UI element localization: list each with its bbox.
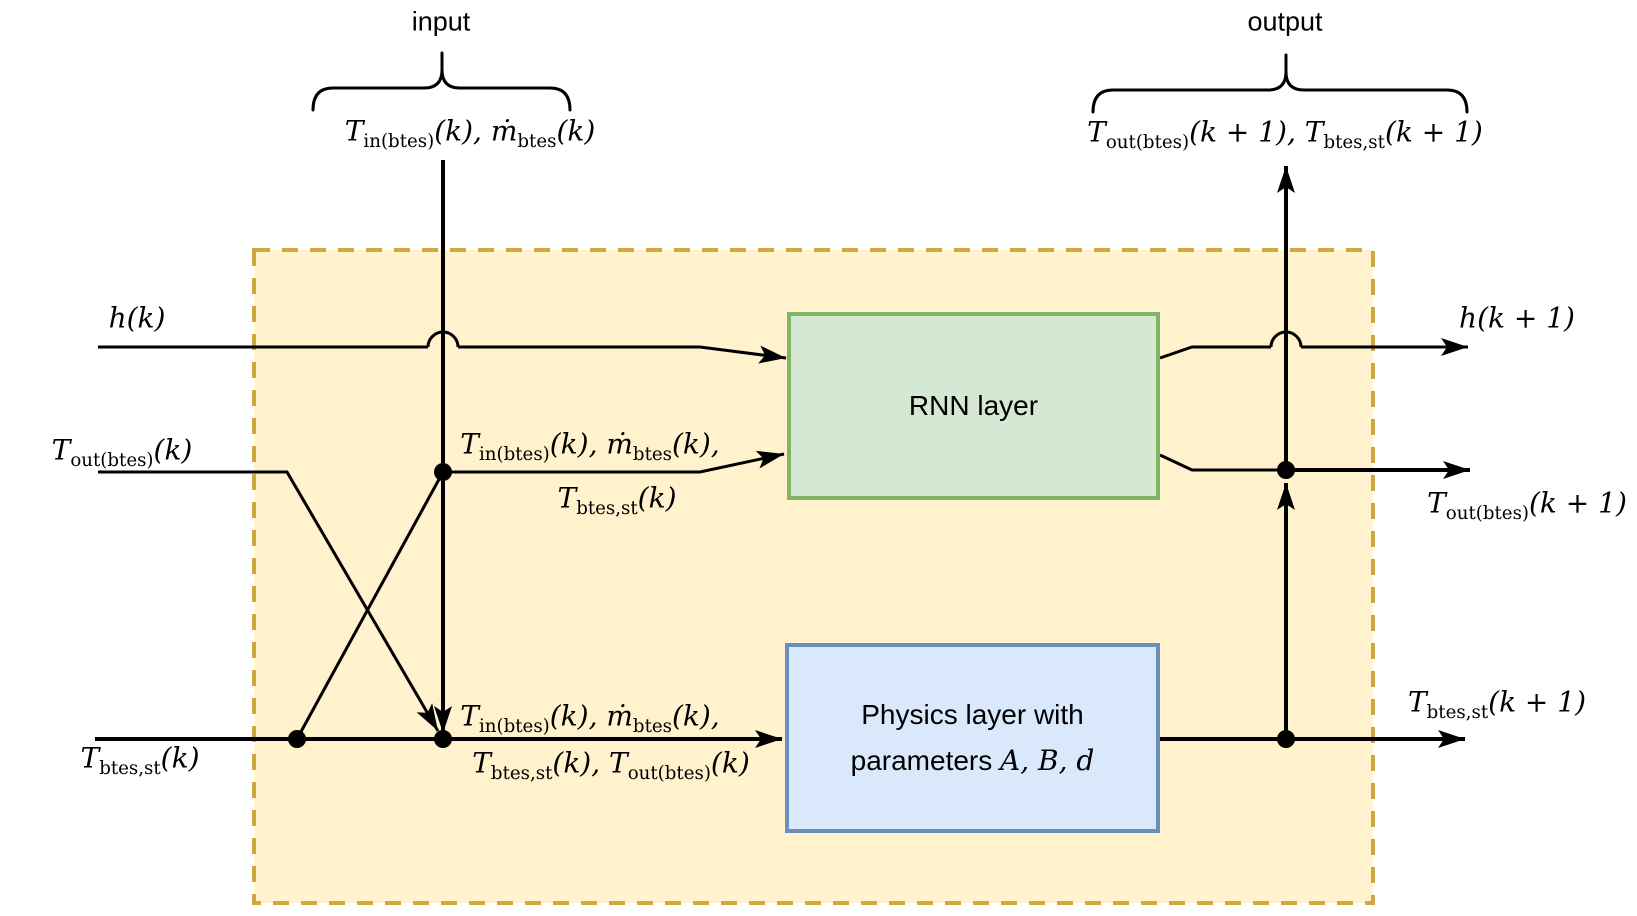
junction-dot-rnn-input (434, 463, 452, 481)
physics-layer-label-line2: parameters A, B, d (850, 744, 1095, 777)
rnn-output-line (1159, 453, 1286, 472)
h-k-label: h(k) (108, 301, 166, 335)
physics-parameters: A, B, d (1000, 744, 1095, 777)
input-label: input (411, 6, 471, 37)
physics-input-label-line1: Tin(btes)(k), ṁbtes(k), (460, 699, 720, 738)
junction-dot-physics-input (434, 730, 452, 748)
t-out-k1-label: Tout(btes)(k + 1) (1427, 486, 1627, 525)
output-brace (1091, 53, 1469, 114)
physics-layer-box: Physics layer with parameters A, B, d (785, 643, 1160, 833)
junction-dot-t-btes-st-output (1277, 730, 1295, 748)
input-brace (311, 51, 572, 112)
physics-input-label-line2: Tbtes,st(k), Tout(btes)(k) (472, 746, 750, 785)
rnn-input-label-line2: Tbtes,st(k) (557, 481, 677, 520)
t-btes-st-diagonal-line (295, 471, 445, 740)
input-signals-label: Tin(btes)(k), ṁbtes(k) (344, 114, 596, 153)
output-signals-label: Tout(btes)(k + 1), Tbtes,st(k + 1) (1087, 115, 1483, 154)
rnn-input-line (443, 450, 785, 474)
t-btes-st-k1-label: Tbtes,st(k + 1) (1407, 685, 1587, 724)
t-btes-st-k-label: Tbtes,st(k) (80, 741, 200, 780)
rnn-layer-box: RNN layer (787, 312, 1160, 500)
junction-dot-t-out-output (1277, 461, 1295, 479)
junction-dot-btes-st (288, 730, 306, 748)
h-k1-label: h(k + 1) (1459, 301, 1575, 335)
t-out-k-label: Tout(btes)(k) (51, 433, 193, 472)
output-label: output (1247, 6, 1323, 37)
t-out-k-line (98, 470, 440, 732)
rnn-input-label-line1: Tin(btes)(k), ṁbtes(k), (460, 427, 720, 466)
physics-layer-label-line1: Physics layer with (861, 698, 1084, 730)
rnn-layer-label: RNN layer (908, 389, 1039, 421)
